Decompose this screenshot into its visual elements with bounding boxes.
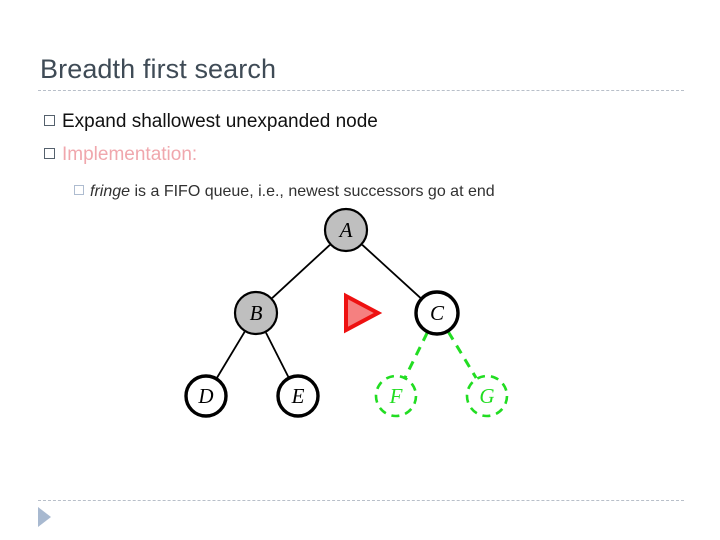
page-title: Breadth first search (40, 54, 277, 84)
tree-node-a[interactable]: A (323, 207, 369, 253)
hollow-square-subbullet-icon (74, 185, 84, 195)
node-label: G (479, 384, 494, 408)
node-label: F (389, 384, 403, 408)
sub-bullet-fringe: fringe is a FIFO queue, i.e., newest suc… (74, 181, 495, 202)
node-circle (414, 290, 460, 336)
tree-node-d[interactable]: D (184, 374, 228, 418)
footer-divider (38, 500, 684, 501)
bullet-item-implementation: Implementation: (44, 143, 197, 167)
tree-node-b[interactable]: B (233, 290, 279, 336)
tree-edge-a-b (271, 244, 331, 299)
node-label: D (197, 384, 213, 408)
node-circle (276, 374, 320, 418)
tree-edge-c-g (447, 331, 478, 379)
tree-node-f[interactable]: F (374, 374, 418, 418)
tree-node-e[interactable]: E (276, 374, 320, 418)
frontier-pointer-triangle-icon (344, 292, 383, 334)
tree-edge-b-d (216, 331, 246, 379)
node-circle (233, 290, 279, 336)
sub-bullet-emphasis: fringe (90, 183, 131, 200)
node-circle (184, 374, 228, 418)
tree-node-g[interactable]: G (465, 374, 509, 418)
tree-node-layer: A B C D E F G (184, 207, 509, 418)
sub-bullet-text: is a FIFO queue, i.e., newest successors… (130, 183, 495, 200)
tree-edge-a-c (361, 244, 422, 299)
frontier-pointer-layer (344, 292, 383, 334)
hollow-square-bullet-icon (44, 115, 55, 126)
node-label: A (338, 218, 353, 242)
title-divider (38, 90, 684, 91)
node-label: B (250, 301, 263, 325)
node-circle (323, 207, 369, 253)
tree-edge-layer (216, 244, 478, 379)
node-label: C (430, 301, 445, 325)
node-label: E (291, 384, 305, 408)
node-circle (374, 374, 418, 418)
tree-node-c[interactable]: C (414, 290, 460, 336)
tree-edge-b-e (265, 332, 290, 378)
tree-edge-c-f (403, 332, 429, 378)
play-triangle-icon[interactable] (38, 507, 51, 527)
bullet-item-expand: Expand shallowest unexpanded node (44, 110, 378, 134)
node-circle (465, 374, 509, 418)
hollow-square-bullet-icon (44, 148, 55, 159)
bullet-text: Implementation: (62, 144, 198, 165)
bullet-text: Expand shallowest unexpanded node (62, 111, 378, 132)
